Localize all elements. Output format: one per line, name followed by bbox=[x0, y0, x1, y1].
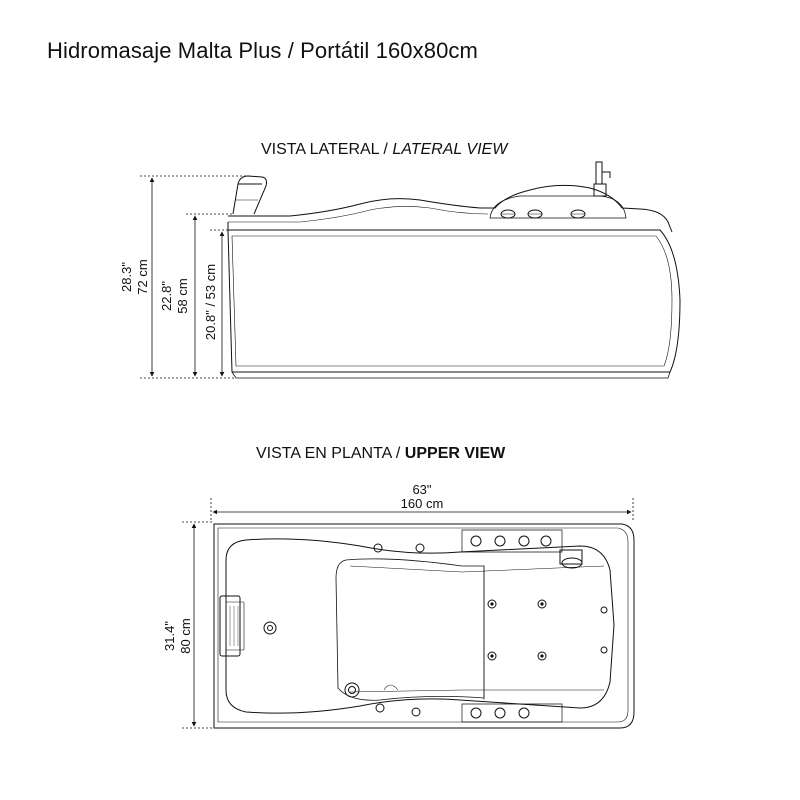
outer-rim-shape bbox=[213, 523, 635, 729]
lateral-view-label: VISTA LATERAL / LATERAL VIEW bbox=[261, 141, 507, 159]
lateral-view-drawing bbox=[227, 161, 681, 379]
page-title: Hidromasaje Malta Plus / Portátil 160x80… bbox=[47, 38, 478, 63]
upper-view-label: VISTA EN PLANTA / UPPER VIEW bbox=[256, 445, 505, 463]
lateral-dimensions bbox=[140, 175, 252, 379]
height-rim-cm: 58 cm bbox=[175, 278, 190, 313]
length-inches: 63" bbox=[412, 482, 431, 497]
inner-basin-shape bbox=[225, 538, 615, 714]
lateral-view-label-es: VISTA LATERAL / bbox=[261, 141, 393, 158]
width-cm: 80 cm bbox=[178, 618, 193, 653]
body-jets bbox=[487, 599, 547, 661]
control-panel-shape bbox=[489, 195, 627, 219]
height-body: 20.8" / 53 cm bbox=[203, 264, 218, 340]
height-total-cm: 72 cm bbox=[135, 259, 150, 294]
height-total-inches: 28.3" bbox=[119, 262, 134, 292]
lateral-view-label-en: LATERAL VIEW bbox=[392, 141, 508, 158]
backrest-button-shape bbox=[344, 682, 360, 698]
upper-view-drawing bbox=[213, 523, 635, 729]
bottom-handrail-shape bbox=[461, 703, 563, 723]
faucet-shape bbox=[593, 161, 611, 197]
height-rim-inches: 22.8" bbox=[159, 281, 174, 311]
upper-view-label-en: UPPER VIEW bbox=[404, 445, 506, 462]
upper-view-label-es: VISTA EN PLANTA / bbox=[256, 445, 405, 462]
headrest-shape bbox=[232, 175, 267, 215]
top-rim-shape bbox=[228, 184, 673, 233]
drain-shape bbox=[263, 621, 277, 635]
pillow-shape bbox=[219, 595, 245, 657]
upper-view-dimensions bbox=[182, 498, 634, 729]
tub-body-shape bbox=[227, 229, 681, 379]
backrest-shape bbox=[335, 558, 485, 701]
width-inches: 31.4" bbox=[162, 621, 177, 651]
length-cm: 160 cm bbox=[401, 496, 444, 511]
faucet-top-shape bbox=[559, 549, 583, 569]
top-handrail-shape bbox=[461, 529, 563, 553]
